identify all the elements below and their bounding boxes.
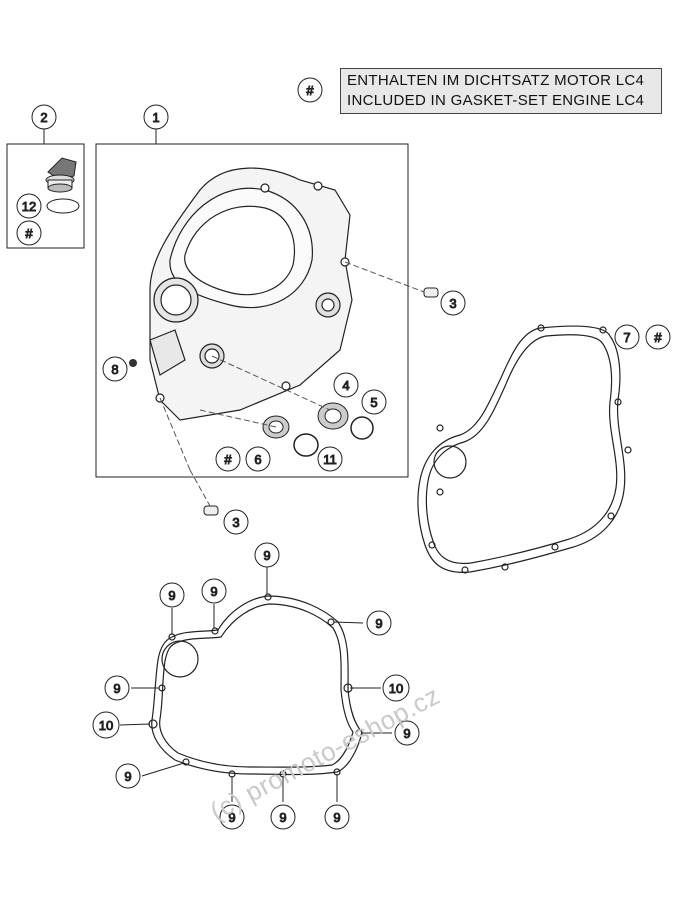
callout-9-bottom-2: 9	[270, 804, 296, 830]
callout-3-lower: 3	[223, 509, 249, 535]
screw-plug-8	[129, 359, 137, 367]
callout-9-upper-mid: 9	[201, 578, 227, 604]
callout-6-hash: #	[215, 446, 241, 472]
svg-text:8: 8	[111, 362, 118, 377]
clutch-cover-gasket	[148, 593, 363, 778]
svg-text:#: #	[306, 83, 314, 98]
svg-text:3: 3	[449, 296, 456, 311]
gasket-leader-lines	[119, 567, 392, 802]
svg-text:9: 9	[333, 810, 340, 825]
dowel-sleeve-3-upper	[423, 287, 439, 298]
part-2-frame	[6, 143, 85, 249]
callout-10-left: 10	[92, 711, 120, 739]
callout-legend-hash: #	[297, 77, 323, 103]
svg-text:3: 3	[232, 515, 239, 530]
callout-9-bottom-3: 9	[324, 804, 350, 830]
gasket-set-legend: ENTHALTEN IM DICHTSATZ MOTOR LC4 INCLUDE…	[340, 68, 662, 114]
callout-8: 8	[102, 356, 128, 382]
clutch-cover	[149, 167, 353, 421]
callout-10-right: 10	[382, 674, 410, 702]
callout-1: 1	[143, 104, 169, 130]
svg-text:6: 6	[254, 452, 261, 467]
callout-2: 2	[31, 104, 57, 130]
svg-text:1: 1	[152, 110, 159, 125]
oring-12	[46, 198, 80, 214]
svg-text:9: 9	[113, 681, 120, 696]
callout-7: 7	[614, 324, 640, 350]
callout-11: 11	[317, 446, 343, 472]
svg-text:9: 9	[279, 810, 286, 825]
dowel-sleeve-3-lower	[203, 505, 219, 516]
legend-line-de: ENTHALTEN IM DICHTSATZ MOTOR LC4	[347, 72, 645, 89]
svg-text:9: 9	[263, 548, 270, 563]
callout-4: 4	[333, 372, 359, 398]
legend-line-en: INCLUDED IN GASKET-SET ENGINE LC4	[347, 92, 645, 109]
svg-text:9: 9	[210, 584, 217, 599]
callout-7-hash: #	[645, 324, 671, 350]
svg-text:9: 9	[403, 726, 410, 741]
callout-6: 6	[245, 446, 271, 472]
svg-text:4: 4	[342, 378, 349, 393]
callout-9-upper-right: 9	[366, 610, 392, 636]
svg-text:9: 9	[375, 616, 382, 631]
svg-text:#: #	[25, 226, 33, 241]
callouts: # 2 1 12 # 3 7 # 8 4 5 # 6 11 3 9 9 9 9 …	[16, 77, 671, 830]
callout-9-left: 9	[104, 675, 130, 701]
svg-text:9: 9	[124, 769, 131, 784]
svg-text:12: 12	[22, 199, 36, 214]
svg-text:9: 9	[168, 588, 175, 603]
svg-text:10: 10	[99, 718, 113, 733]
oil-filler-plug	[45, 157, 77, 193]
callout-9-top: 9	[254, 542, 280, 568]
circlip-11	[293, 433, 319, 457]
shaft-seal-4	[317, 402, 349, 430]
svg-text:10: 10	[389, 681, 403, 696]
callout-9-lower-left: 9	[115, 763, 141, 789]
callout-9-right: 9	[394, 720, 420, 746]
svg-text:11: 11	[323, 452, 337, 467]
svg-text:2: 2	[40, 110, 47, 125]
svg-text:7: 7	[623, 330, 630, 345]
svg-text:9: 9	[228, 810, 235, 825]
callout-12: 12	[16, 193, 42, 219]
svg-text:5: 5	[370, 395, 377, 410]
circlip-5	[350, 416, 374, 440]
svg-text:#: #	[654, 330, 662, 345]
callout-9-upper-left: 9	[159, 582, 185, 608]
callout-5: 5	[361, 389, 387, 415]
gasket-7	[417, 324, 632, 574]
callout-9-bottom-1: 9	[219, 804, 245, 830]
part-1-frame	[95, 143, 409, 478]
callout-3-upper: 3	[440, 290, 466, 316]
callout-box2-hash: #	[16, 220, 42, 246]
svg-text:#: #	[224, 452, 232, 467]
